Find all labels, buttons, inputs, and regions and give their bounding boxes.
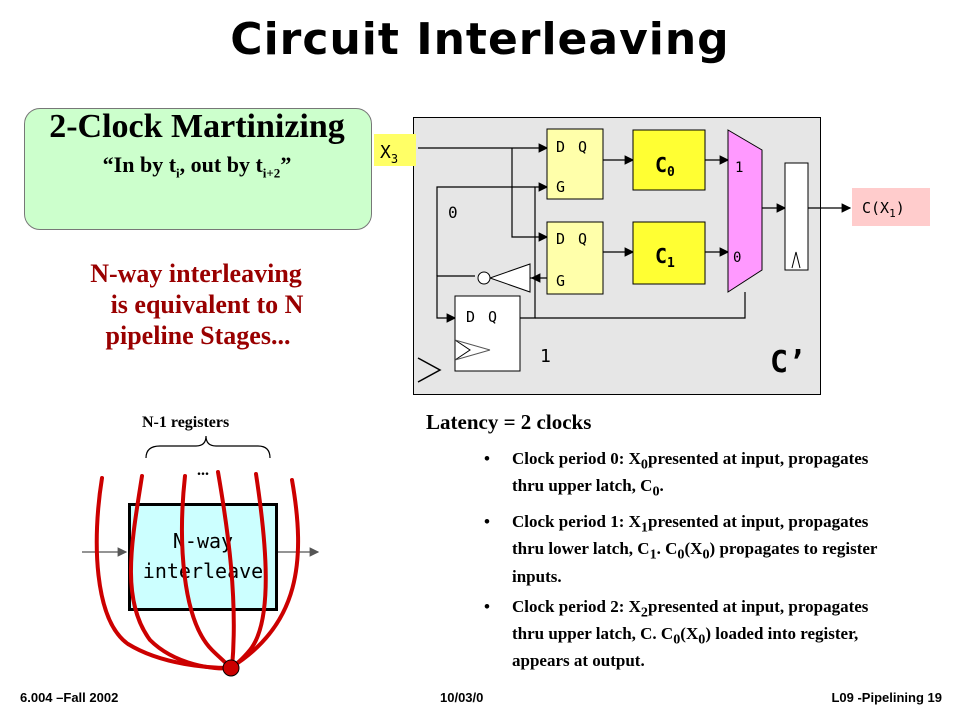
interleave-box <box>128 503 278 611</box>
bullet-item: Clock period 1: X1presented at input, pr… <box>482 511 882 588</box>
martinizing-title: 2-Clock Martinizing <box>49 108 345 145</box>
input-label-text: X3 <box>380 142 398 166</box>
svg-text:0: 0 <box>733 250 741 266</box>
registers-label: N-1 registers <box>142 414 230 431</box>
flip-flop <box>454 295 521 372</box>
bullet-item: Clock period 0: X0presented at input, pr… <box>482 448 882 503</box>
mux <box>727 129 763 293</box>
latency-heading: Latency = 2 clocks <box>426 410 592 434</box>
svg-text:Q: Q <box>488 308 497 326</box>
svg-text:D: D <box>556 138 565 156</box>
svg-text:G: G <box>556 178 565 196</box>
inverter <box>488 263 531 293</box>
block-c0 <box>632 129 706 191</box>
footer-lecture: L09 -Pipelining 19 <box>831 690 942 705</box>
svg-text:D: D <box>466 308 475 326</box>
lower-latch <box>546 221 604 295</box>
svg-text:G: G <box>556 272 565 290</box>
output-label-text: C(X1) <box>862 199 905 220</box>
bullet-item: Clock period 2: X2presented at input, pr… <box>482 596 882 673</box>
junction-dot <box>222 659 240 677</box>
ellipsis: ... <box>197 462 209 479</box>
martinizing-subtitle: “In by ti, out by ti+2” <box>102 152 292 181</box>
interleaving-statement: N-way interleaving is equivalent to N pi… <box>90 259 304 350</box>
c1-label: C1 <box>655 244 675 271</box>
svg-text:0: 0 <box>448 203 458 222</box>
footer-course: 6.004 –Fall 2002 <box>20 690 119 705</box>
svg-text:1: 1 <box>735 160 743 176</box>
svg-text:C’: C’ <box>770 345 806 380</box>
registers-brace <box>145 435 271 459</box>
input-tag <box>374 134 416 166</box>
upper-latch <box>546 128 604 200</box>
svg-text:D: D <box>556 230 565 248</box>
bullet-list: Clock period 0: X0presented at input, pr… <box>482 448 882 680</box>
svg-text:Q: Q <box>578 230 587 248</box>
svg-text:Q: Q <box>578 138 587 156</box>
footer-date: 10/03/0 <box>440 690 484 705</box>
martinizing-box <box>24 108 372 230</box>
slide-title: Circuit Interleaving <box>230 14 730 65</box>
c0-label: C0 <box>655 153 675 180</box>
output-register <box>784 162 809 271</box>
output-tag <box>852 188 930 226</box>
block-c1 <box>632 221 706 285</box>
svg-text:1: 1 <box>540 346 551 367</box>
